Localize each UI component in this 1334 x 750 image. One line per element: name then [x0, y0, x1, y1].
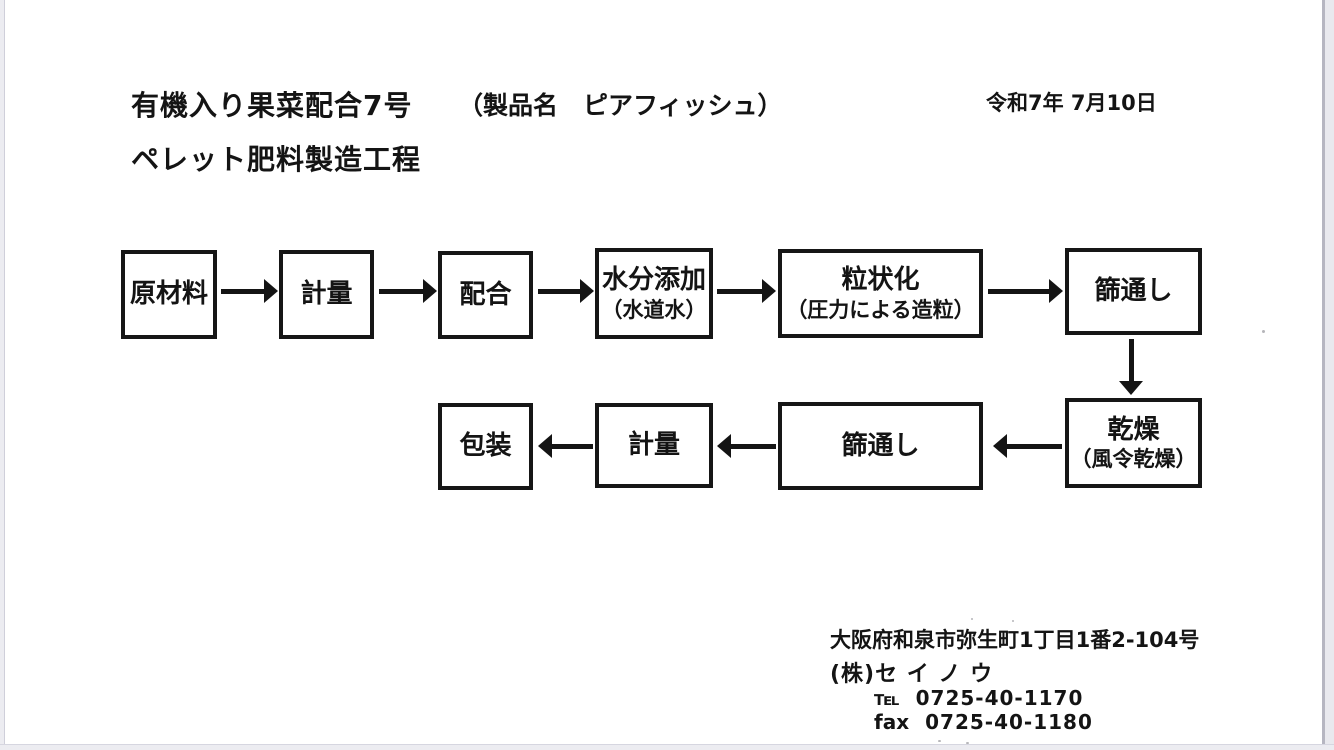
scan-noise [1262, 330, 1265, 333]
scan-edge-left [0, 0, 5, 750]
scan-noise [938, 740, 941, 742]
fax-label: fax [874, 710, 910, 734]
scan-noise [971, 618, 973, 620]
flow-box-drying: 乾燥 （風令乾燥） [1065, 398, 1202, 488]
flow-box-sieving-1: 篩通し [1065, 248, 1202, 335]
flow-box-sieving-2: 篩通し [778, 402, 983, 490]
flow-box-label: 篩通し [1094, 276, 1173, 307]
flow-box-granulation: 粒状化 （圧力による造粒） [778, 249, 983, 338]
flow-box-weighing-2: 計量 [595, 403, 713, 488]
flow-box-sublabel: （水道水） [601, 297, 707, 322]
scan-edge-bottom [0, 744, 1334, 750]
arrow-left-icon [538, 434, 593, 458]
arrow-down-icon [1119, 339, 1143, 395]
flow-box-sublabel: （風令乾燥） [1070, 447, 1197, 472]
document-title-line2: ペレット肥料製造工程 [131, 143, 422, 176]
arrow-right-icon [379, 279, 437, 303]
arrow-left-icon [717, 434, 776, 458]
flow-box-label: 篩通し [841, 430, 920, 461]
scan-noise [1012, 620, 1014, 622]
flow-box-label: 粒状化 [841, 265, 920, 296]
document-date: 令和7年 7月10日 [986, 91, 1157, 115]
flow-box-label: 計量 [627, 430, 680, 461]
tel-number: 0725-40-1170 [915, 686, 1084, 710]
document-title-line1: 有機入り果菜配合7号 [131, 89, 413, 122]
flow-box-label: 原材料 [129, 279, 208, 310]
scan-edge-right [1325, 0, 1334, 750]
flow-box-label: 計量 [300, 279, 353, 310]
product-name: （製品名 ピアフィッシュ） [458, 91, 783, 120]
arrow-right-icon [988, 279, 1063, 303]
tel-label: ℡ [874, 686, 900, 710]
flow-box-sublabel: （圧力による造粒） [786, 297, 975, 322]
arrow-right-icon [717, 279, 776, 303]
scan-noise [966, 742, 969, 744]
flow-box-label: 包装 [459, 431, 512, 462]
scan-edge-right-line [1322, 0, 1325, 750]
arrow-right-icon [221, 279, 278, 303]
telephone-line: ℡ 0725-40-1170 [874, 686, 1083, 710]
flow-box-water-addition: 水分添加 （水道水） [595, 248, 713, 339]
arrow-left-icon [993, 434, 1062, 458]
company-name: (株)セ イ ノ ウ [830, 662, 994, 687]
company-address: 大阪府和泉市弥生町1丁目1番2-104号 [830, 628, 1200, 652]
fax-line: fax 0725-40-1180 [874, 710, 1093, 734]
flow-box-blending: 配合 [438, 251, 533, 339]
flow-box-label: 水分添加 [601, 265, 706, 296]
flow-box-label: 乾燥 [1107, 414, 1160, 445]
arrow-right-icon [538, 279, 594, 303]
flow-box-raw-materials: 原材料 [121, 250, 217, 339]
fax-number: 0725-40-1180 [925, 710, 1093, 734]
flow-box-label: 配合 [459, 279, 512, 310]
flow-box-weighing-1: 計量 [279, 250, 374, 339]
flow-box-packaging: 包装 [438, 403, 533, 490]
